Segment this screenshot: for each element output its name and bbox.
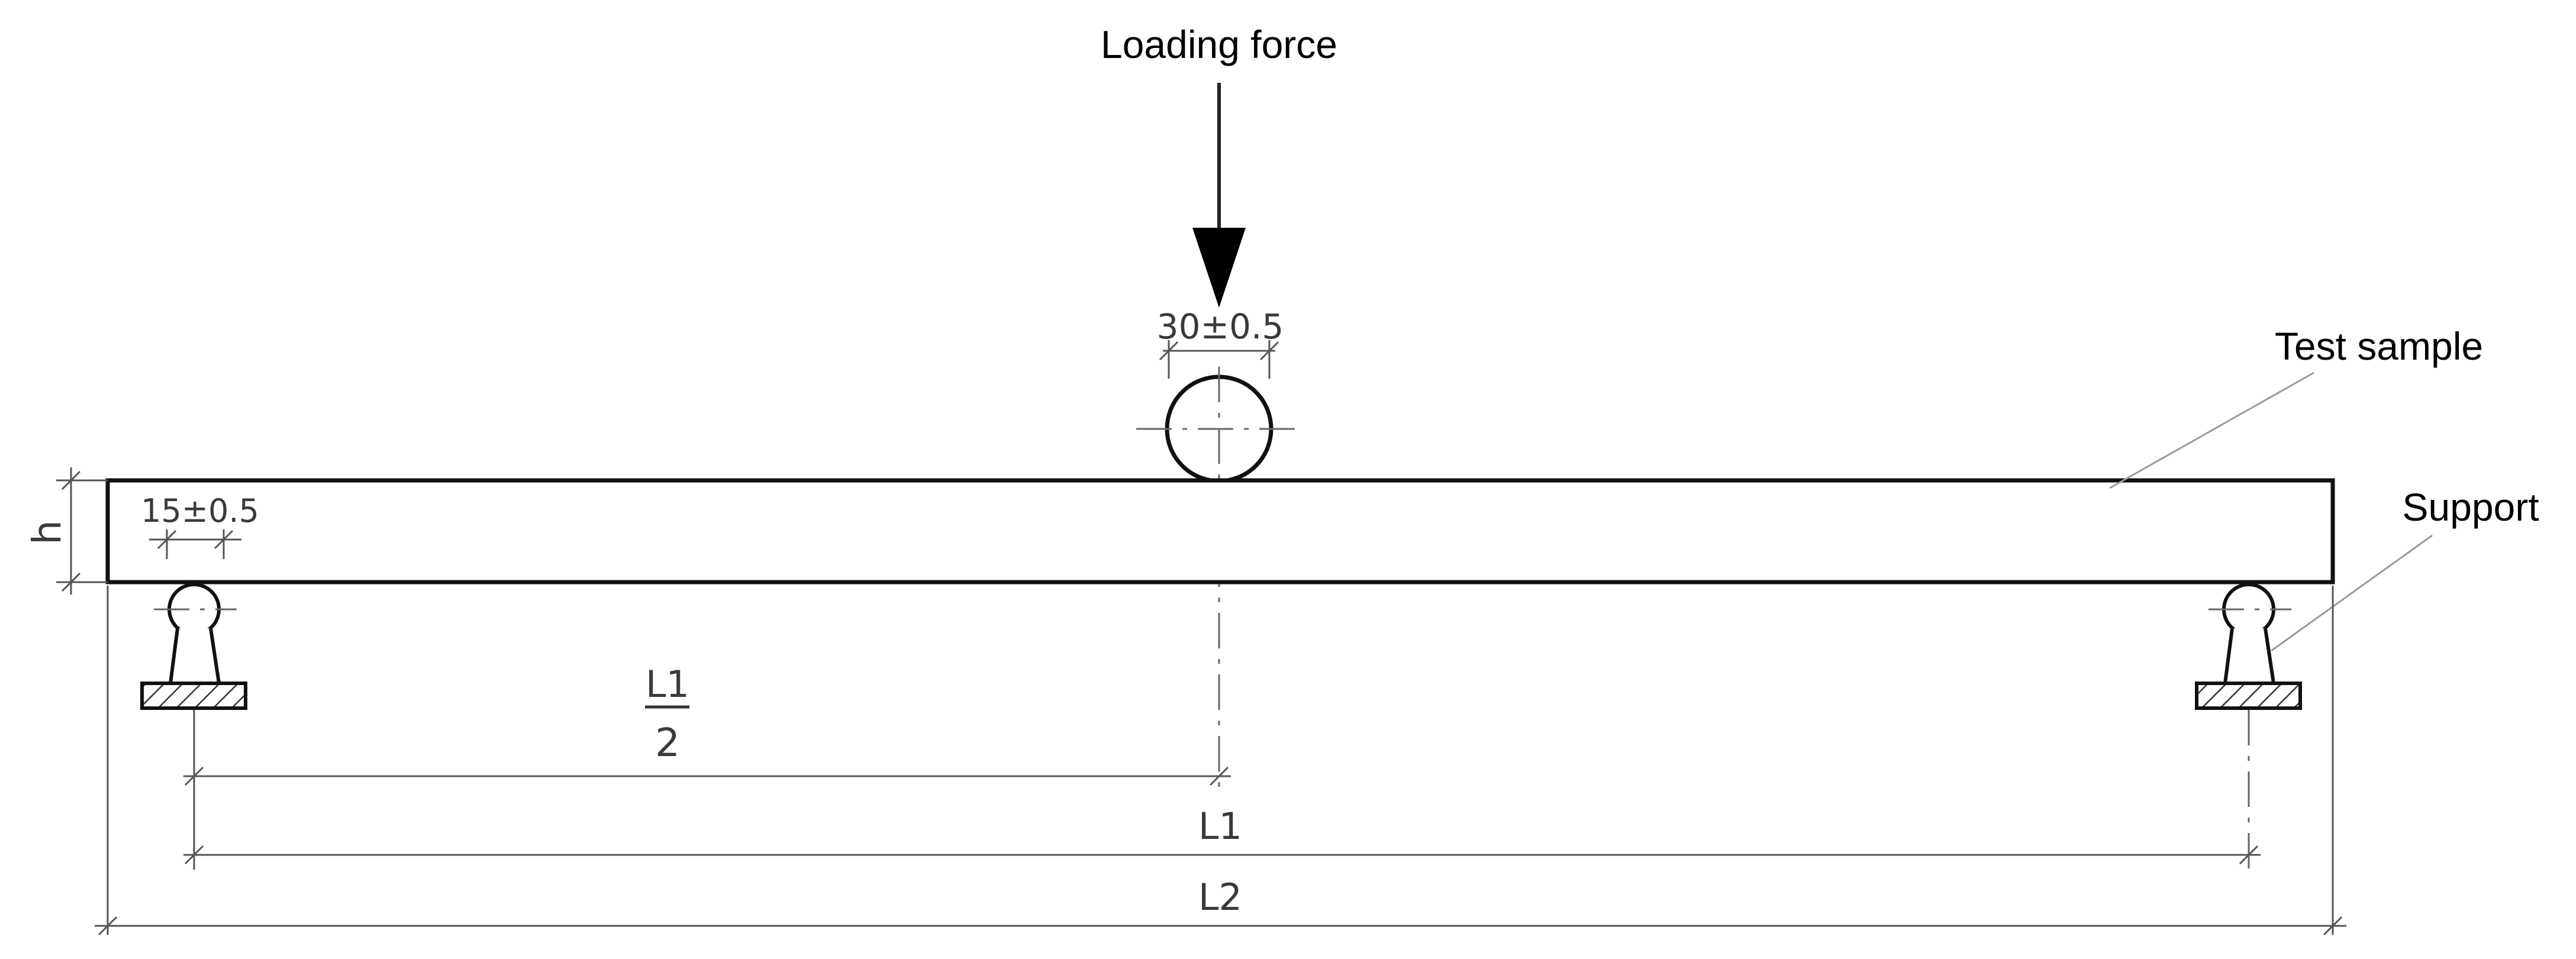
span-dimension: [183, 845, 2261, 865]
right-support: [2195, 583, 2302, 710]
support-leader: [2271, 534, 2433, 652]
half-span-dimension: [183, 766, 1231, 786]
half-span-numerator: L1: [646, 663, 689, 706]
span-label: L1: [1198, 805, 1242, 848]
test-sample-label: Test sample: [2275, 324, 2483, 368]
test-sample-beam: [105, 478, 2335, 585]
height-dimension: [56, 467, 108, 595]
test-sample-leader: [2109, 372, 2314, 489]
support-roller-diameter-text: 15±0.5: [141, 492, 259, 529]
total-length-label: L2: [1198, 876, 1242, 919]
half-span-denominator: 2: [655, 720, 680, 766]
support-roller-diameter-dimension: [149, 529, 241, 559]
top-roller-diameter-dimension: [1159, 340, 1279, 379]
half-span-fraction: L1 2: [645, 663, 689, 766]
loading-force-arrow: [1192, 83, 1246, 308]
height-label: h: [24, 520, 70, 545]
loading-roller: [1136, 374, 1305, 483]
loading-force-label: Loading force: [1101, 22, 1337, 66]
left-support: [140, 583, 247, 710]
top-roller-diameter-text: 30±0.5: [1157, 306, 1284, 347]
support-label: Support: [2402, 485, 2539, 529]
total-length-dimension: [95, 916, 2346, 936]
extension-lines: [107, 586, 2334, 935]
